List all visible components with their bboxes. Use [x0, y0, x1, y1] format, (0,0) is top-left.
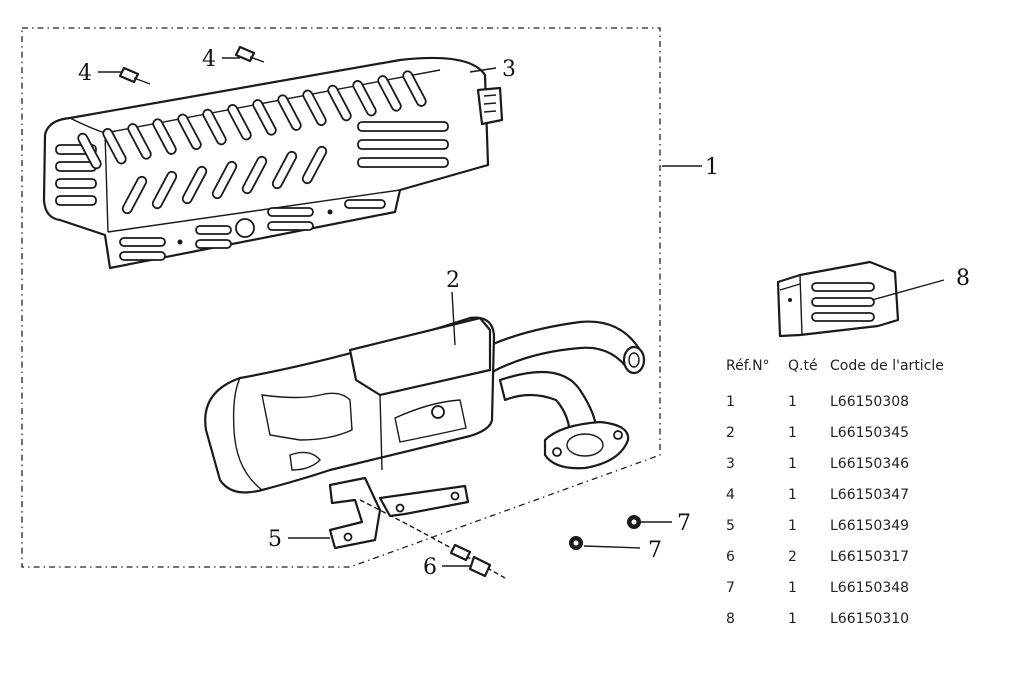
cell-code: L66150345: [830, 424, 910, 441]
guard-plate-drawing: [776, 260, 900, 338]
table-row: 5 1 L66150349: [720, 510, 950, 541]
cell-code: L66150317: [830, 548, 910, 565]
cell-code: L66150310: [830, 610, 910, 627]
muffler-drawing: [204, 316, 646, 550]
cell-code: L66150348: [830, 579, 910, 596]
callout-4a: 4: [78, 61, 92, 86]
screw-6-drawing: [359, 499, 506, 579]
cell-code: L66150347: [830, 486, 910, 503]
cell-code: L66150308: [830, 393, 910, 410]
shield-slot: [302, 89, 327, 127]
shield-slot: [327, 84, 352, 122]
callout-6: 6: [423, 555, 437, 580]
table-row: 4 1 L66150347: [720, 479, 950, 510]
cell-code: L66150346: [830, 455, 910, 472]
table-row: 7 1 L66150348: [720, 572, 950, 603]
shield-slot: [227, 103, 252, 141]
shield-slot: [127, 123, 152, 160]
cell-qty: 1: [788, 455, 797, 472]
table-row: 2 1 L66150345: [720, 417, 950, 448]
shield-slot: [377, 75, 402, 112]
cell-qty: 1: [788, 486, 797, 503]
screw-4a-drawing: [118, 66, 151, 85]
shield-slot: [277, 94, 302, 131]
header-ref: Réf.N°: [726, 358, 770, 374]
callout-7b: 7: [648, 538, 662, 563]
table-row: 3 1 L66150346: [720, 448, 950, 479]
screw-4b-drawing: [234, 45, 265, 63]
table-row: 8 1 L66150310: [720, 603, 950, 634]
shield-slot: [402, 70, 427, 107]
shield-slot: [177, 113, 202, 151]
shield-slot: [152, 118, 177, 155]
table-row: 1 1 L66150308: [720, 386, 950, 417]
nut-7a-drawing: [627, 515, 641, 529]
callout-3: 3: [502, 57, 516, 82]
shield-slot: [252, 99, 277, 136]
shield-slot: [102, 127, 127, 165]
cell-qty: 2: [788, 548, 797, 565]
cell-code: L66150349: [830, 517, 910, 534]
shield-slot: [202, 108, 227, 146]
callout-8: 8: [956, 266, 970, 291]
heat-shield-drawing: [42, 56, 504, 270]
table-row: 6 2 L66150317: [720, 541, 950, 572]
header-qty: Q.té: [788, 358, 818, 374]
shield-slot: [301, 145, 328, 185]
callout-2: 2: [446, 268, 460, 293]
shield-slot: [241, 155, 268, 195]
parts-table: Réf.N° Q.té Code de l'article 1 1 L66150…: [720, 355, 950, 634]
callout-5: 5: [268, 527, 282, 552]
shield-slot: [352, 79, 377, 117]
shield-slot: [181, 165, 208, 205]
cell-ref: 6: [726, 548, 735, 565]
cell-ref: 7: [726, 579, 735, 596]
cell-qty: 1: [788, 424, 797, 441]
table-header-row: Réf.N° Q.té Code de l'article: [720, 355, 950, 386]
callout-7a: 7: [677, 511, 691, 536]
cell-ref: 4: [726, 486, 735, 503]
cell-qty: 1: [788, 610, 797, 627]
shield-slot: [121, 175, 148, 215]
callout-1: 1: [705, 155, 719, 180]
header-code: Code de l'article: [830, 358, 944, 374]
cell-ref: 1: [726, 393, 735, 410]
shield-slot: [151, 170, 178, 210]
cell-ref: 8: [726, 610, 735, 627]
nut-7b-drawing: [569, 536, 583, 550]
callout-4b: 4: [202, 47, 216, 72]
assembly-boundary: [21, 27, 661, 568]
leader-lines: [98, 57, 945, 567]
shield-slot: [271, 150, 298, 190]
shield-slot: [77, 132, 102, 170]
cell-qty: 1: [788, 579, 797, 596]
cell-ref: 3: [726, 455, 735, 472]
shield-slot: [211, 160, 238, 200]
cell-qty: 1: [788, 393, 797, 410]
cell-ref: 2: [726, 424, 735, 441]
cell-qty: 1: [788, 517, 797, 534]
cell-ref: 5: [726, 517, 735, 534]
